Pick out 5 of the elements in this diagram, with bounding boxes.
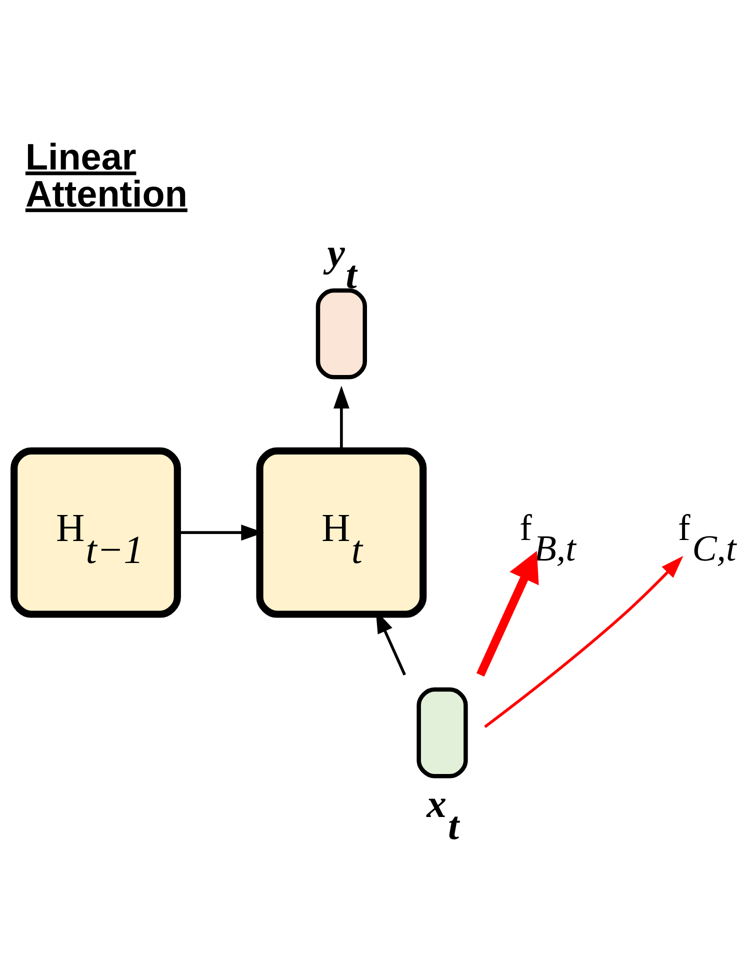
arrow	[484, 556, 684, 728]
diagram-title: Linear Attention	[25, 136, 188, 214]
arrow	[376, 610, 406, 676]
arrow	[178, 524, 264, 541]
arrow	[476, 550, 539, 677]
